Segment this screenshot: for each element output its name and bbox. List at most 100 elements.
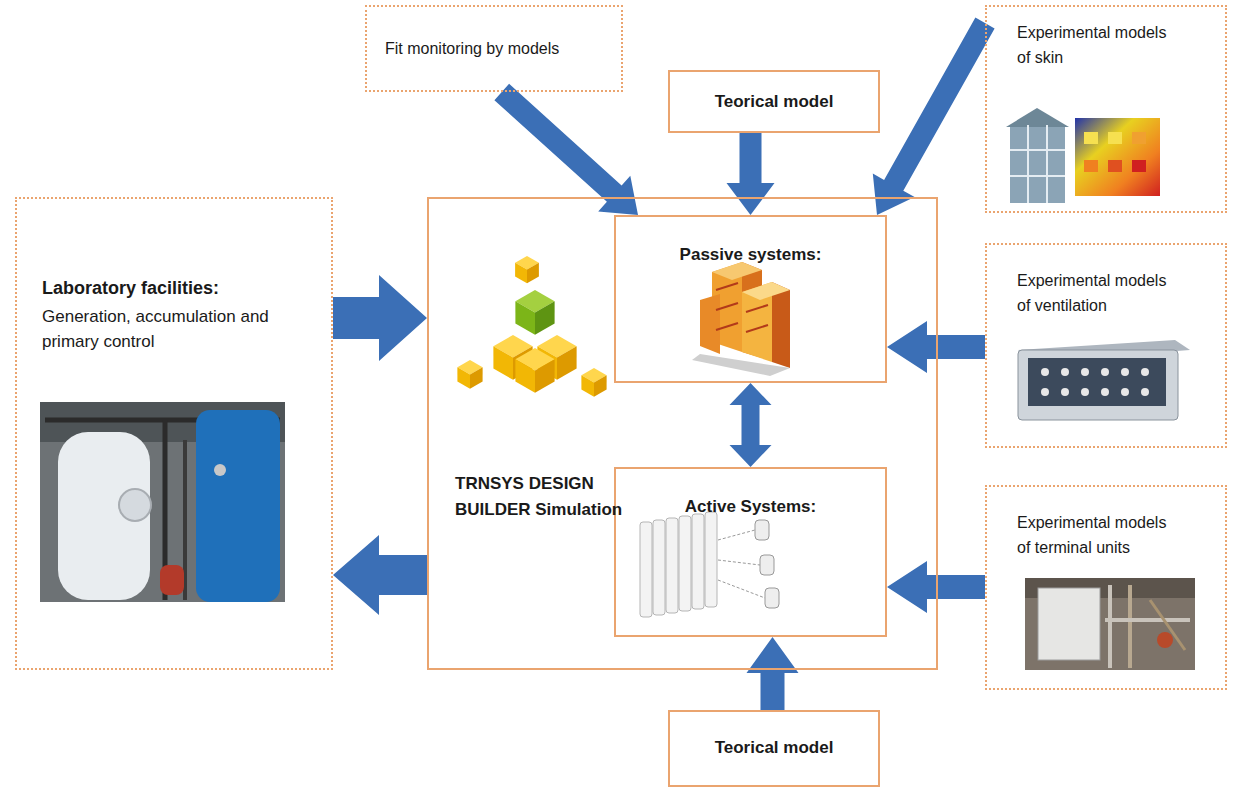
building-icon-part	[692, 354, 790, 376]
radiator-icon-part	[718, 530, 755, 540]
facade-photo	[1006, 108, 1069, 203]
model-box: Teorical model	[668, 70, 880, 133]
radiator-icon-part	[765, 588, 779, 608]
model-box: Teorical model	[668, 710, 880, 787]
box-title: TRNSYS DESIGN BUILDER Simulation	[455, 471, 630, 522]
radiator-icon-part	[760, 555, 774, 575]
radiator-icon-part	[718, 580, 765, 598]
thermal-image-part	[1132, 160, 1146, 172]
building-icon-part	[746, 305, 768, 312]
laboratory-photo-part	[119, 489, 151, 521]
block-arrow	[747, 637, 799, 710]
simulation-logo-part	[515, 290, 554, 335]
laboratory-photo-part	[196, 410, 280, 602]
facade-photo-part	[1010, 125, 1065, 203]
thermal-image-part	[1084, 160, 1098, 172]
ventilation-meter	[1018, 340, 1190, 420]
block-arrow	[887, 561, 985, 613]
thermal-image	[1075, 118, 1160, 196]
radiator-icon-part	[653, 520, 665, 615]
box-title: Teorical model	[676, 736, 872, 761]
terminal-units-photo-part	[1108, 585, 1112, 668]
building-icon	[692, 262, 790, 376]
terminal-units-photo-part	[1025, 578, 1195, 670]
radiator-icon-part	[640, 522, 652, 617]
ventilation-meter-part	[1141, 368, 1149, 376]
box-title: Teorical model	[676, 90, 872, 115]
ventilation-meter-part	[1121, 368, 1129, 376]
ventilation-meter-part	[1041, 368, 1049, 376]
terminal-units-photo	[1025, 578, 1195, 670]
block-arrow	[730, 383, 772, 467]
ventilation-meter-part	[1101, 368, 1109, 376]
block-arrow	[333, 535, 427, 615]
ventilation-meter-part	[1028, 358, 1166, 406]
building-icon-part	[700, 294, 720, 354]
ventilation-meter-part	[1081, 368, 1089, 376]
building-icon-part	[716, 323, 738, 330]
box-title: Experimental models of ventilation	[1017, 269, 1182, 319]
radiator-icon-part	[705, 512, 717, 607]
building-icon-part	[712, 262, 762, 280]
facade-photo-part	[1010, 149, 1065, 151]
thermal-image-part	[1108, 132, 1122, 144]
block-arrow	[333, 275, 427, 361]
terminal-units-photo-part	[1128, 585, 1132, 668]
block-arrow	[887, 321, 985, 373]
facade-photo-part	[1027, 125, 1029, 203]
block-arrow	[873, 18, 995, 215]
radiator-icon-part	[718, 560, 760, 565]
block-arrow	[494, 84, 638, 215]
ventilation-meter-part	[1041, 388, 1049, 396]
ventilation-meter-part	[1018, 350, 1178, 420]
box-title: Laboratory facilities:	[42, 275, 331, 301]
simulation-logo-part	[457, 360, 482, 389]
experiment-box: Experimental models of skin	[985, 5, 1227, 213]
system-box: Active Systems:	[614, 467, 887, 637]
simulation-box: TRNSYS DESIGN BUILDER Simulation Passive …	[427, 197, 938, 670]
ventilation-meter-part	[1101, 388, 1109, 396]
terminal-units-photo-part	[1038, 588, 1100, 660]
ventilation-meter-part	[1061, 368, 1069, 376]
ventilation-meter-part	[1081, 388, 1089, 396]
laboratory-photo-part	[40, 402, 285, 602]
experiment-box: Experimental models of ventilation	[985, 243, 1227, 448]
ventilation-meter-part	[1121, 388, 1129, 396]
box-title: Experimental models of skin	[1017, 21, 1182, 71]
simulation-logo-part	[515, 348, 554, 393]
simulation-logo	[457, 256, 606, 397]
experiment-box: Experimental models of terminal units	[985, 485, 1227, 690]
building-icon-part	[742, 282, 790, 300]
block-arrow	[727, 133, 775, 215]
box-body: Generation, accumulation and primary con…	[42, 305, 317, 354]
thermal-image-part	[1075, 118, 1160, 196]
ventilation-meter-part	[1141, 388, 1149, 396]
facade-photo-part	[1010, 175, 1065, 177]
laboratory-photo	[40, 402, 285, 602]
ventilation-meter-part	[1061, 388, 1069, 396]
box-title: Passive systems:	[622, 243, 879, 268]
laboratory-photo-part	[214, 464, 226, 476]
radiator-icon-part	[666, 518, 678, 613]
radiator-icon	[640, 512, 779, 617]
laboratory-photo-part	[160, 565, 184, 595]
thermal-image-part	[1108, 160, 1122, 172]
box-title: Active Systems:	[622, 495, 879, 520]
building-icon-part	[716, 283, 738, 290]
thermal-image-part	[1132, 132, 1146, 144]
building-icon-part	[716, 303, 738, 310]
terminal-units-photo-part	[1150, 600, 1185, 650]
terminal-units-photo-part	[1105, 618, 1190, 622]
system-box: Passive systems:	[614, 215, 887, 383]
facade-photo-part	[1046, 125, 1048, 203]
laboratory-photo-part	[58, 432, 150, 600]
simulation-logo-part	[515, 256, 539, 283]
simulation-logo-part	[581, 368, 606, 397]
radiator-icon-part	[755, 520, 769, 540]
radiator-icon-part	[692, 514, 704, 609]
laboratory-box: Laboratory facilities: Generation, accumu…	[15, 197, 333, 670]
radiator-icon-part	[679, 516, 691, 611]
